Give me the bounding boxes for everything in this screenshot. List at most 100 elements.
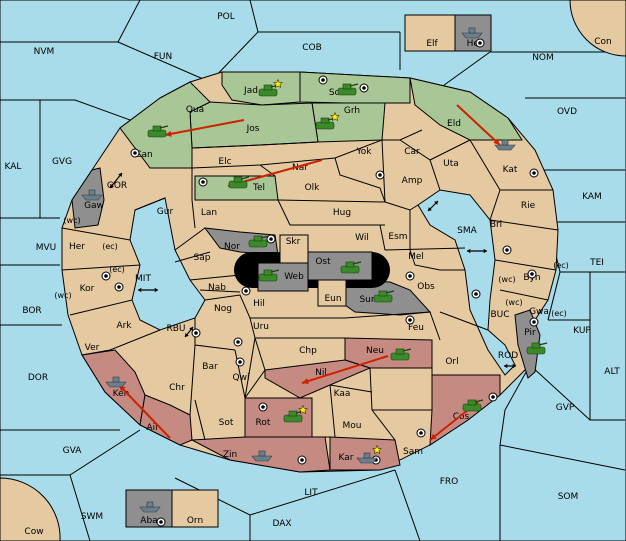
units xyxy=(81,27,548,513)
supply-center-icon xyxy=(130,148,140,158)
supply-center-icon xyxy=(198,177,208,187)
inner-sea-mit[interactable] xyxy=(129,197,206,331)
province-cow[interactable] xyxy=(0,477,61,541)
label-dor: DOR xyxy=(28,373,48,383)
label-lit: LIT xyxy=(304,488,318,498)
label-elf: Elf xyxy=(426,39,438,49)
army-unit-icon[interactable] xyxy=(526,342,548,355)
label-kaa: Kaa xyxy=(334,389,351,399)
supply-center-icon xyxy=(233,337,243,347)
fleet-unit-icon[interactable] xyxy=(356,444,382,464)
army-unit-icon[interactable] xyxy=(147,125,169,138)
label-elc: Elc xyxy=(218,157,231,167)
army-unit-icon[interactable] xyxy=(340,261,362,274)
region-ost[interactable] xyxy=(307,251,373,281)
fleet-unit-icon[interactable] xyxy=(494,139,516,151)
order-arrow-icon xyxy=(456,104,501,146)
label-obs: Obs xyxy=(417,282,435,292)
label-mel: Mel xyxy=(408,252,424,262)
label-nog: Nog xyxy=(214,304,232,314)
supply-center-icon xyxy=(297,455,307,465)
label-feu: Feu xyxy=(408,323,424,333)
label-nom: NOM xyxy=(532,53,554,63)
label-qua: Qua xyxy=(186,105,204,115)
supply-center-icon xyxy=(529,317,539,327)
label-zin: Zin xyxy=(223,450,237,460)
label-cos: Cos xyxy=(453,412,470,422)
supply-center-icon xyxy=(502,245,512,255)
fleet-unit-icon[interactable] xyxy=(105,376,127,388)
inner-sea-sma[interactable] xyxy=(417,189,516,376)
label-esm: Esm xyxy=(388,232,407,242)
fleet-unit-icon[interactable] xyxy=(461,27,483,39)
double-arrow-icon xyxy=(184,326,194,338)
label-alt: ALT xyxy=(604,367,620,377)
label-her: Her xyxy=(69,242,85,252)
army-unit-icon[interactable] xyxy=(462,399,484,412)
label-sap: Sap xyxy=(194,253,211,263)
region-jad[interactable] xyxy=(221,71,301,106)
label-ec_byn: (ec) xyxy=(553,261,569,270)
label-ec_kor: (ec) xyxy=(109,265,125,274)
label-fro: FRO xyxy=(440,477,459,487)
fleet-unit-icon[interactable] xyxy=(81,189,103,201)
label-nil: Nil xyxy=(315,368,327,378)
double-arrow-icon xyxy=(427,200,439,212)
double-arrow-icon xyxy=(138,287,158,293)
province-borders xyxy=(61,129,559,441)
label-kal: KAL xyxy=(5,162,22,172)
province-con[interactable] xyxy=(569,0,626,57)
army-unit-icon[interactable] xyxy=(337,83,359,96)
double-arrow-icon xyxy=(109,172,123,189)
label-aba: Aba xyxy=(140,516,157,526)
army-unit-icon[interactable] xyxy=(258,269,280,282)
army-unit-icon[interactable] xyxy=(315,111,340,130)
army-unit-icon[interactable] xyxy=(248,235,270,248)
army-unit-icon[interactable] xyxy=(258,78,283,97)
label-nab: Nab xyxy=(208,283,226,293)
label-hel: Hel xyxy=(467,39,482,49)
label-ark: Ark xyxy=(116,321,132,331)
army-unit-icon[interactable] xyxy=(373,290,395,303)
label-som: SOM xyxy=(558,492,579,502)
region-neu[interactable] xyxy=(344,337,433,369)
region-pir[interactable] xyxy=(514,309,541,379)
region-eun[interactable] xyxy=(317,279,347,307)
label-ail: Ail xyxy=(146,423,157,433)
label-qwi: Qwi xyxy=(233,373,250,383)
label-ec_gwa: (ec) xyxy=(551,309,567,318)
label-chp: Chp xyxy=(299,346,317,356)
army-unit-icon[interactable] xyxy=(283,404,308,423)
fleet-unit-icon[interactable] xyxy=(251,450,273,462)
label-fun: FUN xyxy=(154,52,173,62)
label-kam: KAM xyxy=(582,192,602,202)
label-orl: Orl xyxy=(445,357,458,367)
label-swm: SWM xyxy=(81,512,103,522)
supply-center-icon xyxy=(416,428,426,438)
label-dax: DAX xyxy=(272,519,291,529)
label-mvu: MVU xyxy=(36,243,57,253)
army-unit-icon[interactable] xyxy=(390,348,412,361)
region-orn[interactable] xyxy=(171,489,219,528)
region-elf[interactable] xyxy=(404,14,456,52)
army-unit-icon[interactable] xyxy=(228,176,250,189)
supply-centers xyxy=(101,38,539,527)
region-skr[interactable] xyxy=(279,234,309,264)
supply-center-icon xyxy=(241,286,251,296)
supply-center-icon xyxy=(191,328,201,338)
label-rod: ROD xyxy=(498,351,518,361)
label-pir: Pir xyxy=(524,328,536,338)
label-jos: Jos xyxy=(246,124,260,134)
label-sma: SMA xyxy=(457,226,477,236)
label-wc_gwa: (wc) xyxy=(505,298,522,307)
supply-center-icon xyxy=(488,392,498,402)
label-bor: BOR xyxy=(22,306,41,316)
label-amp: Amp xyxy=(402,176,423,186)
label-mou: Mou xyxy=(343,421,362,431)
label-bar: Bar xyxy=(202,362,218,372)
label-wc_kor: (wc) xyxy=(54,291,71,300)
label-sam: Sam xyxy=(403,447,423,457)
fleet-unit-icon[interactable] xyxy=(139,501,161,513)
label-yok: Yok xyxy=(355,147,372,157)
region-sch[interactable] xyxy=(299,71,411,104)
